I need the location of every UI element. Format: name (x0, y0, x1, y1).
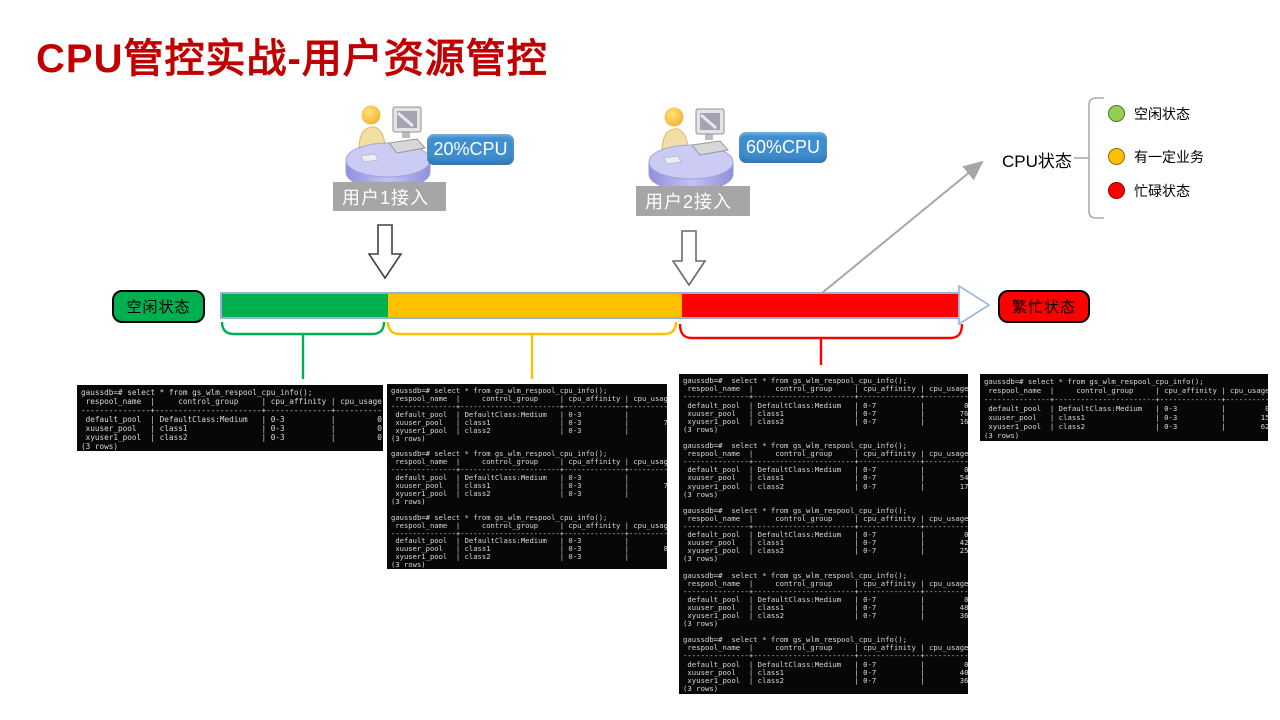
idle-state-label: 空闲状态 (112, 290, 205, 323)
legend-item-moderate: 有一定业务 (1108, 147, 1204, 166)
legend-label: 有一定业务 (1134, 148, 1204, 165)
idle-brace-icon (220, 321, 386, 379)
legend-title: CPU状态 (1002, 152, 1072, 171)
legend-item-busy: 忙碌状态 (1108, 181, 1190, 200)
busy-state-label: 繁忙状态 (998, 290, 1090, 323)
bar-arrow-tip-icon (958, 285, 991, 325)
user1-cpu-badge: 20%CPU (427, 134, 514, 165)
legend-label: 空闲状态 (1134, 105, 1190, 122)
user1-down-arrow-icon (368, 224, 403, 280)
pointer-arrow-icon (821, 160, 984, 294)
cpu-status-bar (220, 292, 960, 319)
bar-segment-moderate (388, 294, 682, 317)
legend-item-idle: 空闲状态 (1108, 104, 1190, 123)
user2-desk-icon (647, 106, 735, 192)
legend-swatch-busy (1108, 182, 1125, 199)
user2-down-arrow-icon (672, 230, 707, 287)
terminal-output-idle: gaussdb=# select * from gs_wlm_respool_c… (77, 384, 383, 451)
bar-segment-busy (682, 294, 958, 317)
user1-access-label: 用户1接入 (333, 182, 446, 211)
legend-swatch-idle (1108, 105, 1125, 122)
busy-brace-icon (678, 323, 964, 365)
legend-bracket-icon (1074, 97, 1104, 219)
legend-label: 忙碌状态 (1134, 182, 1190, 199)
legend-swatch-moderate (1108, 148, 1125, 165)
terminal-output-busy: gaussdb=# select * from gs_wlm_respool_c… (980, 374, 1268, 442)
page-title: CPU管控实战-用户资源管控 (36, 37, 548, 81)
user2-access-label: 用户2接入 (636, 186, 750, 216)
user1-desk-icon (344, 104, 432, 190)
moderate-brace-icon (386, 321, 678, 379)
user2-cpu-badge: 60%CPU (739, 132, 827, 163)
terminal-output-user2: gaussdb=# select * from gs_wlm_respool_c… (679, 374, 968, 695)
bar-segment-idle (222, 294, 388, 317)
terminal-output-user1: gaussdb=# select * from gs_wlm_respool_c… (387, 384, 667, 570)
